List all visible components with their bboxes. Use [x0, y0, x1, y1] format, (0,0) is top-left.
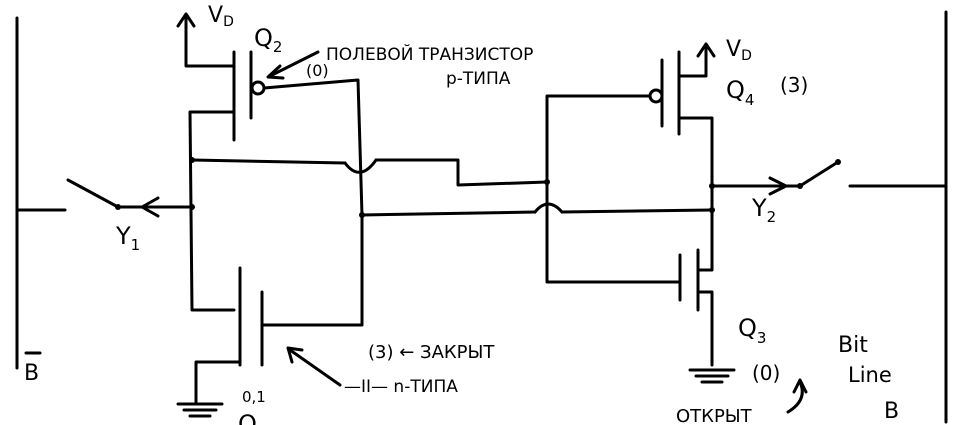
closed-note: (3) ← ЗАКРЫТ	[368, 342, 495, 363]
transistor-q3	[545, 180, 736, 384]
bit-line-label-3: B	[884, 399, 899, 424]
q3-state: (0)	[752, 361, 780, 385]
q2-note-line2: p-ТИПА	[446, 69, 511, 89]
transistor-q1	[176, 213, 364, 418]
q2-note-line1: ПОЛЕВОЙ ТРАНЗИСТОР	[326, 43, 533, 65]
q4-gate-bubble	[648, 88, 664, 104]
open-note: ОТКРЫТ	[676, 406, 753, 425]
bit-line-label-1: Bit	[838, 333, 868, 358]
q2-label: Q2	[254, 24, 282, 56]
transistor-q4	[545, 42, 716, 272]
q4-label: Q4	[726, 76, 754, 109]
switch-y2	[710, 159, 948, 196]
q1-label-partial: Q1	[238, 410, 266, 425]
q3-label: Q3	[738, 314, 766, 347]
q2-gate-bubble	[250, 80, 266, 96]
transistor-q2	[176, 12, 364, 312]
switch-y1	[15, 178, 194, 218]
y2-label: Y2	[751, 194, 776, 226]
q4-state: (3)	[780, 73, 808, 97]
q1-digits: 0,1	[242, 388, 266, 406]
vd-left-label: VD	[208, 3, 234, 30]
cross-coupling	[189, 157, 715, 218]
bit-line-label-2: Line	[848, 363, 892, 387]
ntype-note: —II— n-ТИПА	[344, 377, 458, 397]
y1-label: Y1	[115, 222, 140, 254]
b-bar-label: B	[24, 361, 39, 386]
annotation-arrows	[266, 50, 808, 414]
vd-right-label: VD	[726, 37, 752, 64]
q2-note-state: (0)	[306, 61, 329, 80]
